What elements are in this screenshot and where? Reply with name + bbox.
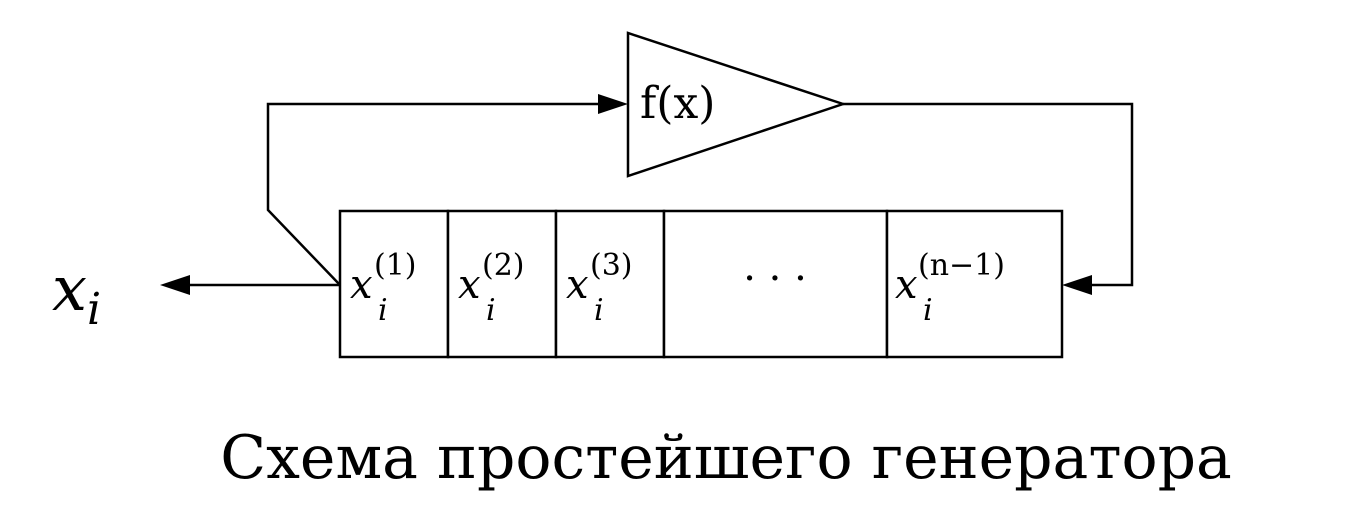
arrow-into-register-icon bbox=[1062, 275, 1092, 295]
output-label: xi bbox=[52, 252, 101, 335]
cell-3-sub: i bbox=[594, 293, 604, 328]
cell-1-sub: i bbox=[378, 293, 388, 328]
shift-register: x i (1) x i (2) x i (3) · · · x i (n−1) bbox=[338, 209, 1064, 359]
register-cell-1 bbox=[338, 209, 450, 359]
cell-1-base: x bbox=[350, 262, 373, 308]
cell-ellipsis-text: · · · bbox=[743, 256, 807, 302]
register-cell-last bbox=[885, 209, 1064, 359]
cell-last-sup: (n−1) bbox=[918, 248, 1005, 283]
function-triangle bbox=[626, 31, 847, 178]
output-arrow-icon bbox=[160, 275, 190, 295]
register-cell-2 bbox=[446, 209, 558, 359]
cell-3-sup: (3) bbox=[590, 248, 633, 283]
feed-to-function-line bbox=[266, 102, 605, 286]
cell-3-base: x bbox=[566, 262, 589, 308]
function-label: f(x) bbox=[640, 78, 715, 129]
cell-last-sub: i bbox=[923, 293, 933, 328]
register-cell-ellipsis bbox=[662, 209, 889, 359]
register-cell-3 bbox=[554, 209, 666, 359]
cell-2-sup: (2) bbox=[482, 248, 525, 283]
cell-2-base: x bbox=[458, 262, 481, 308]
function-output-line bbox=[843, 102, 1134, 287]
cell-1-sup: (1) bbox=[374, 248, 417, 283]
cell-2-sub: i bbox=[486, 293, 496, 328]
arrow-into-function-icon bbox=[598, 94, 628, 114]
diagram-caption: Схема простейшего генератора bbox=[220, 423, 1232, 493]
cell-last-base: x bbox=[895, 262, 918, 308]
